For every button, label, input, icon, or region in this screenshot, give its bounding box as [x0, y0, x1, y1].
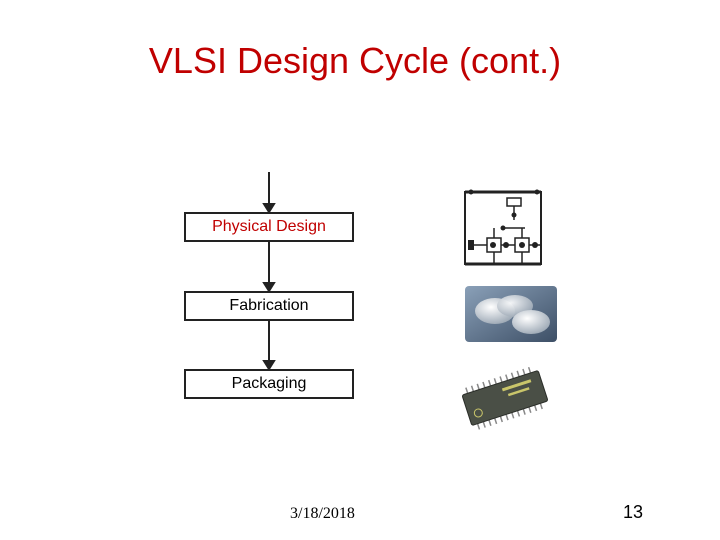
- step-packaging: Packaging: [184, 369, 354, 399]
- step-fabrication: Fabrication: [184, 291, 354, 321]
- page-number: 13: [623, 502, 644, 522]
- step-physical-design: Physical Design: [184, 212, 354, 242]
- ic-package-icon: [462, 366, 548, 430]
- circuit-layout-icon: [464, 189, 542, 266]
- silicon-wafer-icon: [465, 286, 557, 342]
- slide-date: 3/18/2018: [290, 505, 355, 522]
- slide-title: VLSI Design Cycle (cont.): [148, 40, 562, 81]
